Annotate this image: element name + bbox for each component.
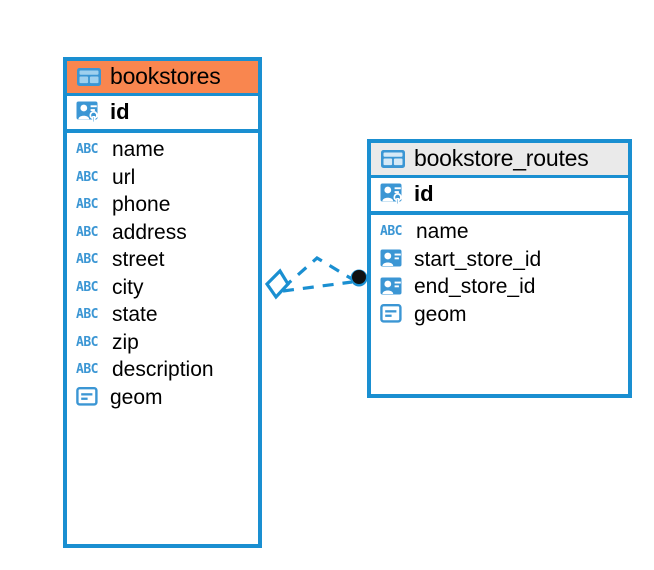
abc-text-icon: ABC bbox=[76, 142, 98, 158]
primary-key-label: id bbox=[110, 99, 130, 124]
table-icon bbox=[77, 67, 101, 86]
abc-text-icon: ABC bbox=[76, 334, 98, 350]
primary-key-label: id bbox=[414, 181, 434, 206]
field-row-description[interactable]: ABC description bbox=[67, 356, 258, 384]
abc-text-icon: ABC bbox=[76, 224, 98, 240]
abc-text-icon: ABC bbox=[380, 224, 402, 240]
relationship-line-upper bbox=[281, 256, 353, 290]
field-label: phone bbox=[112, 193, 171, 217]
primary-key-icon bbox=[76, 101, 98, 123]
field-row-name[interactable]: ABC name bbox=[371, 218, 628, 246]
geometry-icon bbox=[76, 387, 98, 406]
abc-text-icon: ABC bbox=[76, 307, 98, 323]
primary-key-icon bbox=[380, 183, 402, 205]
field-label: url bbox=[112, 165, 136, 189]
field-row-zip[interactable]: ABC zip bbox=[67, 329, 258, 357]
abc-text-icon: ABC bbox=[76, 362, 98, 378]
field-label: geom bbox=[110, 385, 163, 409]
table-icon bbox=[381, 149, 405, 168]
field-row-street[interactable]: ABC street bbox=[67, 246, 258, 274]
filled-circle-marker-ring bbox=[350, 269, 368, 287]
field-label: zip bbox=[112, 330, 139, 354]
field-row-state[interactable]: ABC state bbox=[67, 301, 258, 329]
geometry-icon bbox=[380, 304, 402, 323]
field-row-geom[interactable]: geom bbox=[67, 384, 258, 412]
entity-table-bookstore-routes[interactable]: bookstore_routes id ABC name bbox=[367, 139, 632, 398]
filled-circle-marker bbox=[352, 270, 366, 284]
field-label: name bbox=[416, 220, 469, 243]
primary-key-row[interactable]: id bbox=[67, 93, 258, 133]
diamond-marker bbox=[264, 268, 290, 300]
field-label: address bbox=[112, 220, 187, 244]
field-row-end-store-id[interactable]: end_store_id bbox=[371, 273, 628, 301]
field-label: description bbox=[112, 358, 214, 382]
entity-header[interactable]: bookstore_routes bbox=[371, 143, 628, 175]
foreign-key-icon bbox=[380, 277, 402, 295]
entity-header[interactable]: bookstores bbox=[67, 61, 258, 93]
abc-text-icon: ABC bbox=[76, 197, 98, 213]
entity-table-bookstores[interactable]: bookstores id ABC name ABC url bbox=[63, 57, 262, 548]
field-label: start_store_id bbox=[414, 247, 542, 271]
entity-title: bookstore_routes bbox=[414, 145, 589, 171]
entity-title: bookstores bbox=[110, 63, 221, 89]
field-row-geom[interactable]: geom bbox=[371, 301, 628, 329]
field-label: street bbox=[112, 248, 165, 272]
field-label: name bbox=[112, 138, 165, 161]
foreign-key-icon bbox=[380, 249, 402, 267]
field-label: end_store_id bbox=[414, 275, 536, 299]
field-label: state bbox=[112, 303, 158, 327]
field-label: geom bbox=[414, 302, 467, 326]
field-row-name[interactable]: ABC name bbox=[67, 136, 258, 164]
field-row-address[interactable]: ABC address bbox=[67, 219, 258, 247]
field-list: ABC name start_store_id bbox=[371, 215, 628, 330]
field-row-phone[interactable]: ABC phone bbox=[67, 191, 258, 219]
field-row-start-store-id[interactable]: start_store_id bbox=[371, 246, 628, 274]
relationship-line-lower bbox=[282, 280, 353, 293]
abc-text-icon: ABC bbox=[76, 279, 98, 295]
primary-key-row[interactable]: id bbox=[371, 175, 628, 215]
abc-text-icon: ABC bbox=[76, 252, 98, 268]
field-row-url[interactable]: ABC url bbox=[67, 164, 258, 192]
field-list: ABC name ABC url ABC phone ABC address A… bbox=[67, 133, 258, 413]
field-label: city bbox=[112, 275, 144, 299]
abc-text-icon: ABC bbox=[76, 169, 98, 185]
field-row-city[interactable]: ABC city bbox=[67, 274, 258, 302]
